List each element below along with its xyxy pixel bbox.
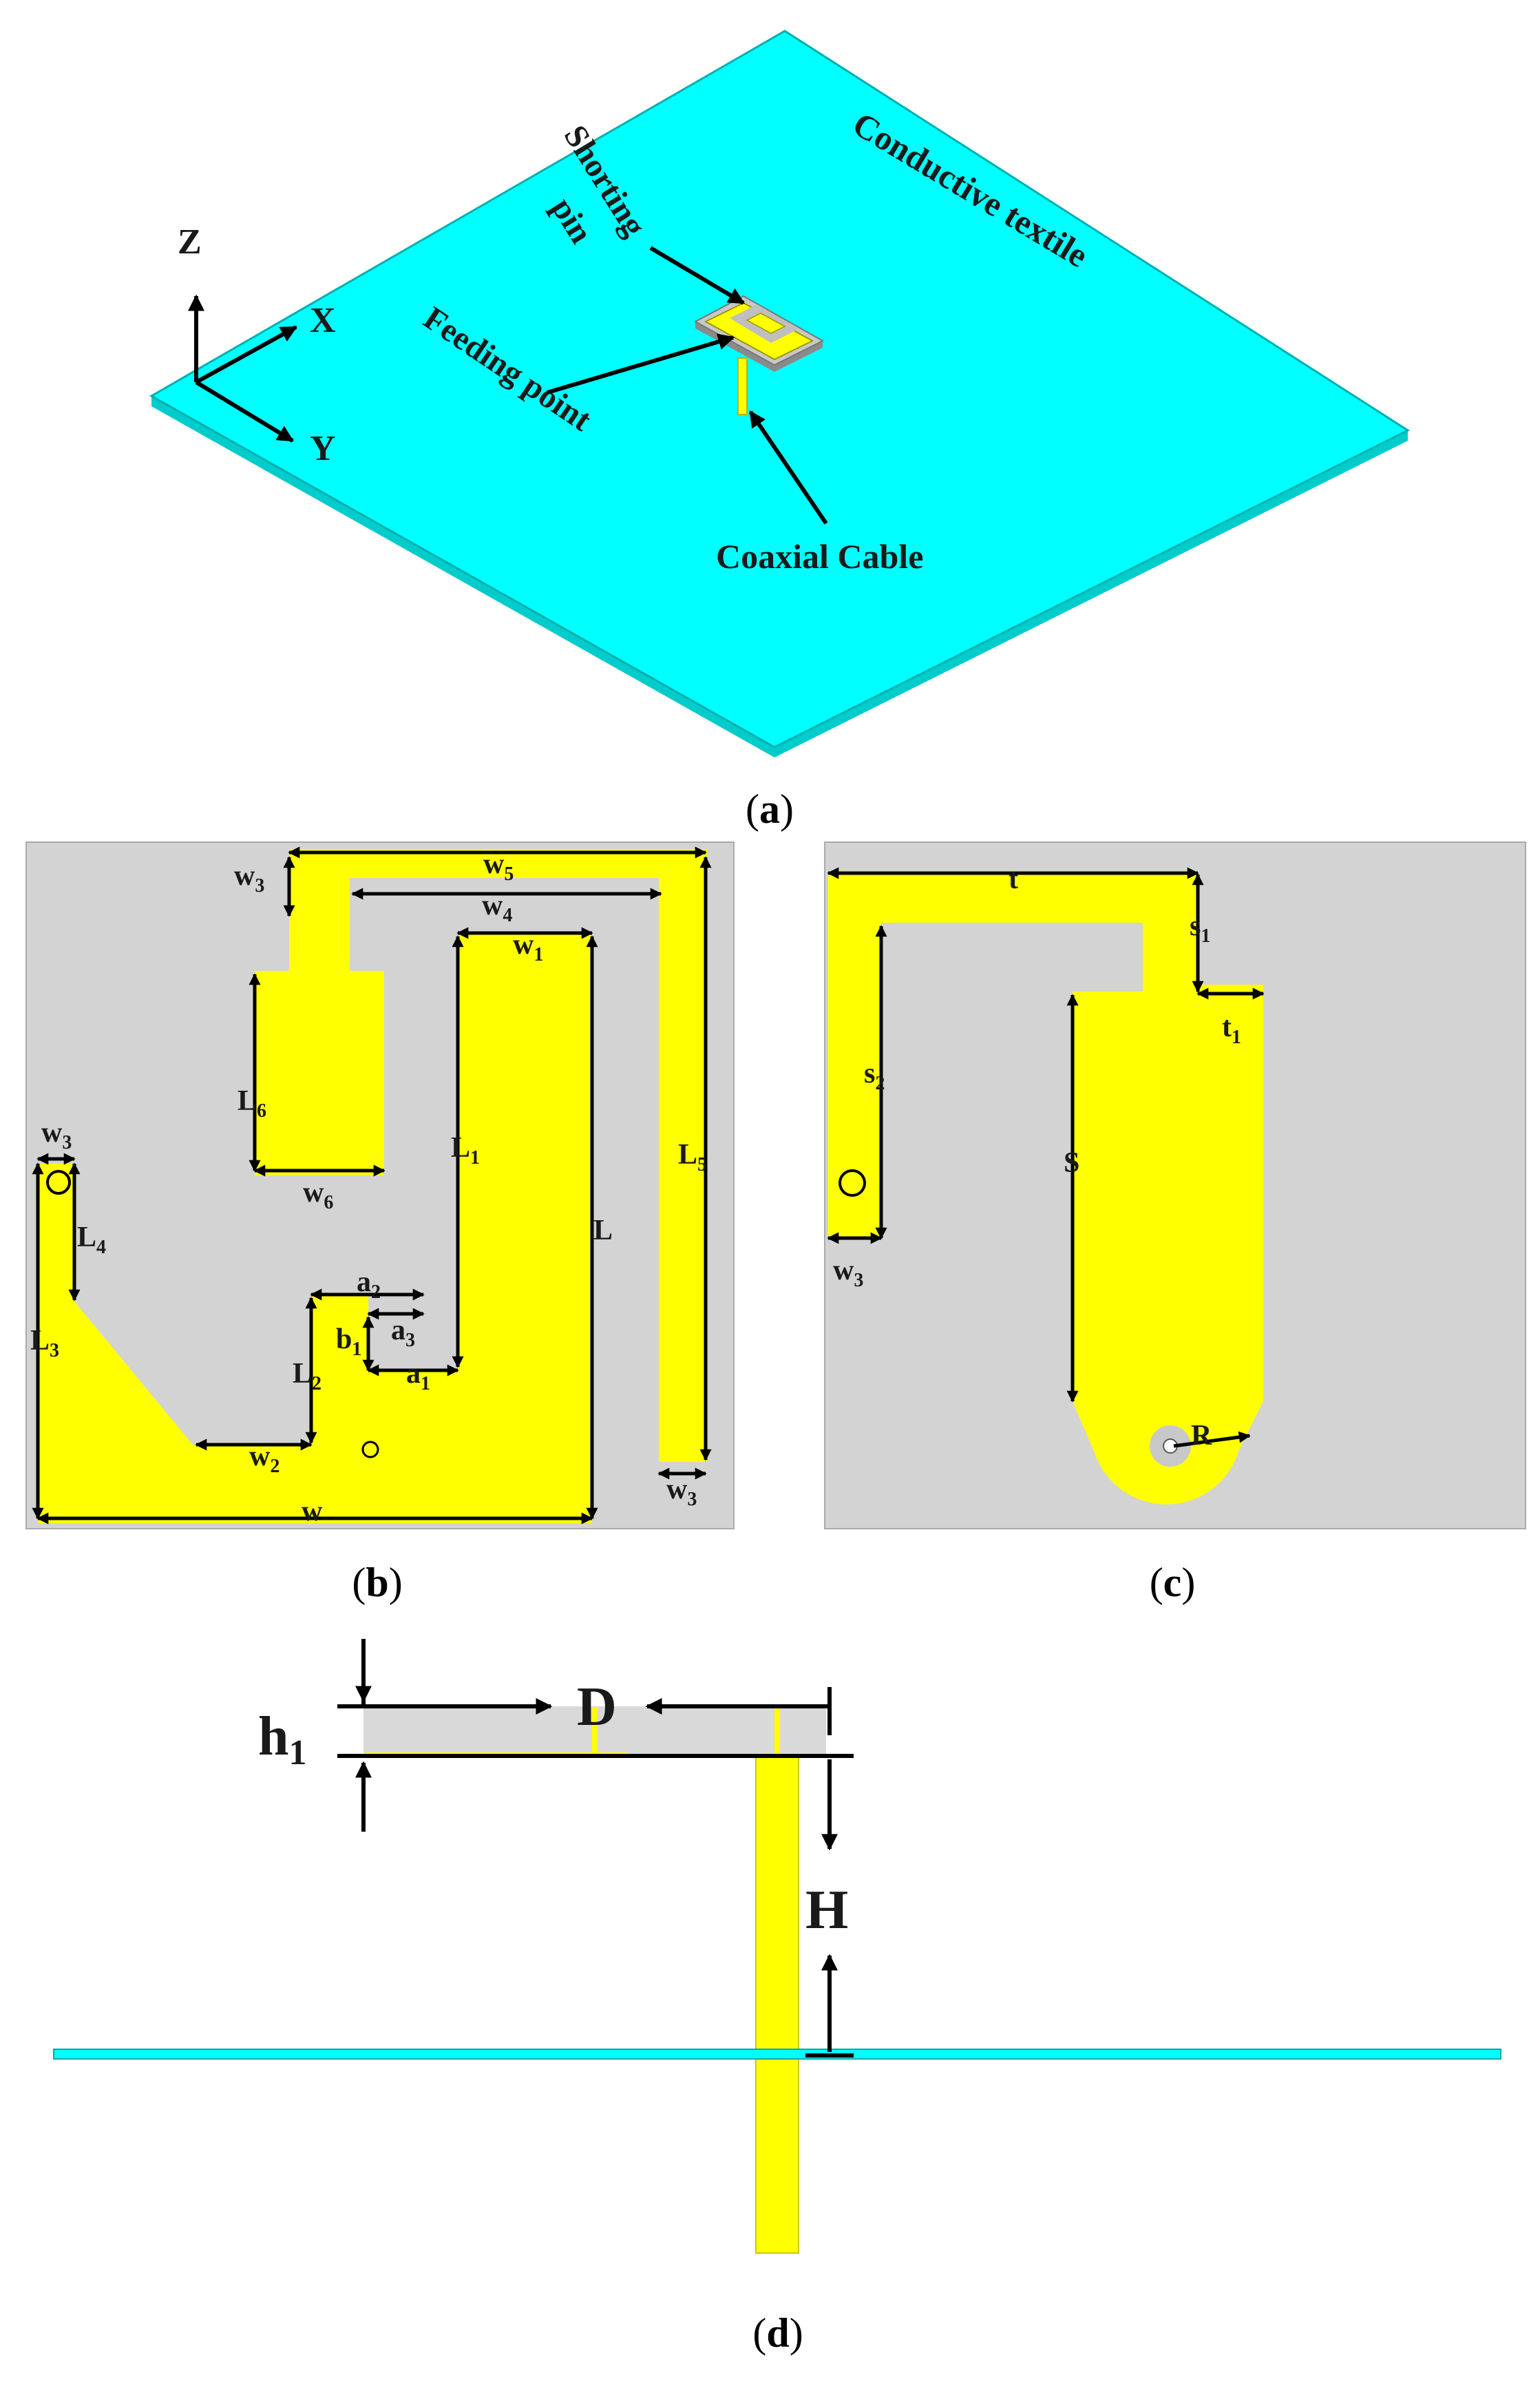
dim-a1: a1 (406, 1358, 430, 1394)
panel-c-labels: t s1 t1 s2 S w3 R (833, 863, 1241, 1452)
shorting-pin-arrow (649, 246, 746, 305)
panel-c-via (838, 1169, 866, 1197)
dim-b1: b1 (336, 1323, 361, 1360)
dim-l4: L4 (77, 1222, 106, 1258)
dim-t: t (1009, 863, 1018, 895)
dim-d: D (577, 1677, 617, 1737)
antenna-inner-strip (746, 313, 786, 334)
dim-s: S (1064, 1147, 1079, 1179)
panel-b-labels: w3 w5 w4 w1 L6 L1 L5 w3 L4 w6 L a2 a3 b1… (30, 848, 707, 1527)
antenna-substrate-side (695, 322, 823, 372)
dim-h: H (805, 1880, 848, 1940)
dim-l5: L5 (678, 1139, 707, 1175)
dim-t1: t1 (1222, 1012, 1241, 1048)
panel-b: w3 w5 w4 w1 L6 L1 L5 w3 L4 w6 L a2 a3 b1… (25, 841, 735, 1605)
dim-w3-left: w3 (41, 1117, 72, 1153)
antenna-3d (693, 295, 825, 415)
dim-l1: L1 (451, 1132, 480, 1169)
dim-l2: L2 (293, 1358, 321, 1394)
panel-d-ground-plane (53, 2049, 1501, 2060)
dim-s1: s1 (1190, 910, 1210, 947)
panel-c-main-patch (1073, 985, 1263, 1505)
coaxial-cable-arrow (748, 410, 828, 525)
dim-w1: w1 (513, 929, 543, 965)
dim-w: w (302, 1496, 323, 1527)
coordinate-axes: Z X Y (178, 222, 336, 468)
panel-c: t s1 t1 s2 S w3 R (c) (824, 841, 1526, 1605)
dim-w4: w4 (482, 890, 512, 926)
dim-a2: a2 (357, 1266, 381, 1303)
axis-y-label: Y (310, 429, 336, 468)
feeding-point-arrow (547, 333, 735, 395)
panel-d-dimensions (337, 1639, 854, 2058)
panel-d-feed-pin (592, 1708, 598, 1755)
axis-y-line (195, 380, 295, 443)
dim-h1: h1 (258, 1706, 307, 1772)
panel-b-l6-strip (255, 849, 384, 1175)
dim-w3-bottom: w3 (666, 1474, 697, 1510)
dim-l3: L3 (30, 1325, 59, 1361)
dim-s2: s2 (864, 1058, 885, 1094)
axis-z-label: Z (178, 222, 202, 262)
panel-d-coaxial-cable (755, 1757, 799, 2254)
coaxial-cable-3d (737, 357, 748, 415)
dim-w5: w5 (483, 848, 514, 885)
panel-b-feed-point (361, 1441, 379, 1458)
dim-w2: w2 (249, 1441, 279, 1477)
coaxial-cable-label: Coaxial Cable (716, 537, 923, 576)
dim-a3: a3 (391, 1315, 415, 1351)
panel-d-labels: h1 D H (258, 1677, 848, 1940)
panel-a: Z X Y Conductive textile Shorting pin Fe… (149, 30, 1411, 832)
caption-c: (c) (1150, 1560, 1196, 1605)
dim-w6: w6 (303, 1177, 333, 1213)
caption-d: (d) (752, 2310, 803, 2356)
caption-b: (b) (352, 1560, 402, 1605)
panel-b-l5-strip (659, 849, 707, 1462)
dim-l6: L6 (238, 1085, 266, 1122)
conductive-textile-ground-plane (149, 30, 1411, 749)
panel-b-dimensions (32, 846, 712, 1525)
panel-c-dimensions (827, 867, 1265, 1448)
caption-a: (a) (746, 786, 794, 832)
dim-w3-top: w3 (234, 860, 264, 897)
panel-d: h1 D H (d) (53, 1639, 1501, 2356)
dim-w3-c: w3 (833, 1255, 863, 1291)
axis-x-label: X (310, 301, 336, 340)
dim-l: L (593, 1215, 613, 1246)
axis-x-line (195, 325, 298, 384)
dim-r: R (1191, 1420, 1212, 1452)
panel-d-shorting-pin (774, 1708, 780, 1755)
panel-c-l-strip (828, 871, 1198, 1238)
